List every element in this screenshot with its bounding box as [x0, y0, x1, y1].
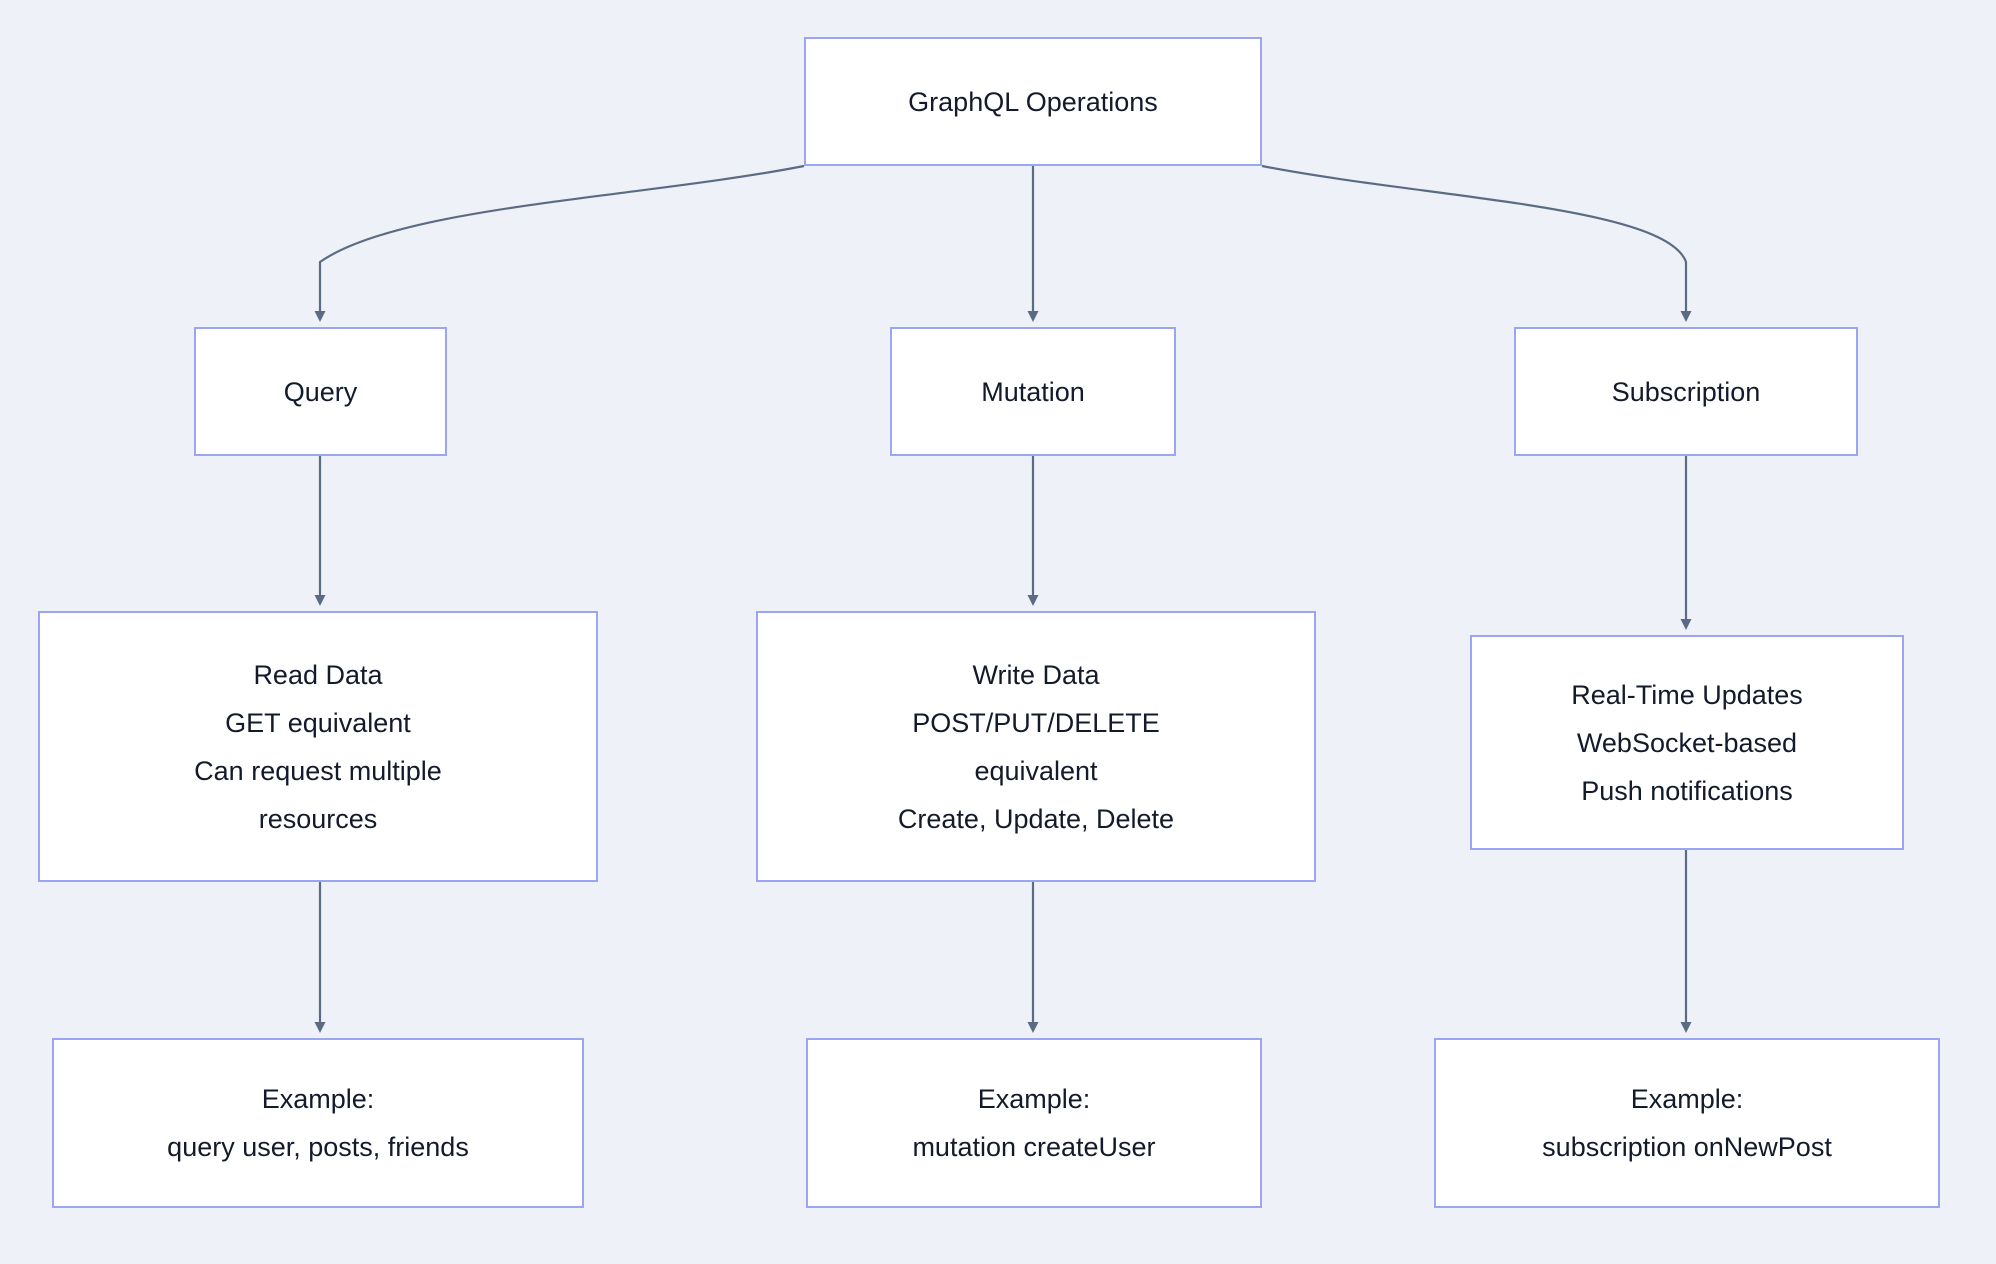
node-label: Query: [283, 376, 358, 407]
node-mutation[interactable]: Mutation: [890, 327, 1176, 456]
node-subscription[interactable]: Subscription: [1514, 327, 1858, 456]
node-label: Write Data POST/PUT/DELETE equivalent Cr…: [897, 659, 1175, 834]
node-label: Example: mutation createUser: [912, 1084, 1156, 1162]
node-subscription-example[interactable]: Example: subscription onNewPost: [1434, 1038, 1940, 1208]
node-label: Example: query user, posts, friends: [167, 1084, 469, 1162]
node-label: Mutation: [981, 376, 1085, 407]
node-label: Subscription: [1611, 376, 1761, 407]
node-label: Example: subscription onNewPost: [1542, 1084, 1832, 1162]
node-query-example[interactable]: Example: query user, posts, friends: [52, 1038, 584, 1208]
node-mutation-example[interactable]: Example: mutation createUser: [806, 1038, 1262, 1208]
node-label: GraphQL Operations: [908, 86, 1158, 117]
edge-root-to-query: [314, 164, 805, 322]
node-subscription-detail[interactable]: Real-Time Updates WebSocket-based Push n…: [1470, 635, 1904, 850]
node-graphql-operations[interactable]: GraphQL Operations: [804, 37, 1262, 166]
node-label: Real-Time Updates WebSocket-based Push n…: [1571, 679, 1803, 806]
node-label: Read Data GET equivalent Can request mul…: [194, 659, 442, 834]
node-query-detail[interactable]: Read Data GET equivalent Can request mul…: [38, 611, 598, 882]
node-mutation-detail[interactable]: Write Data POST/PUT/DELETE equivalent Cr…: [756, 611, 1316, 882]
edge-root-to-subscription: [1261, 164, 1692, 322]
node-query[interactable]: Query: [194, 327, 447, 456]
